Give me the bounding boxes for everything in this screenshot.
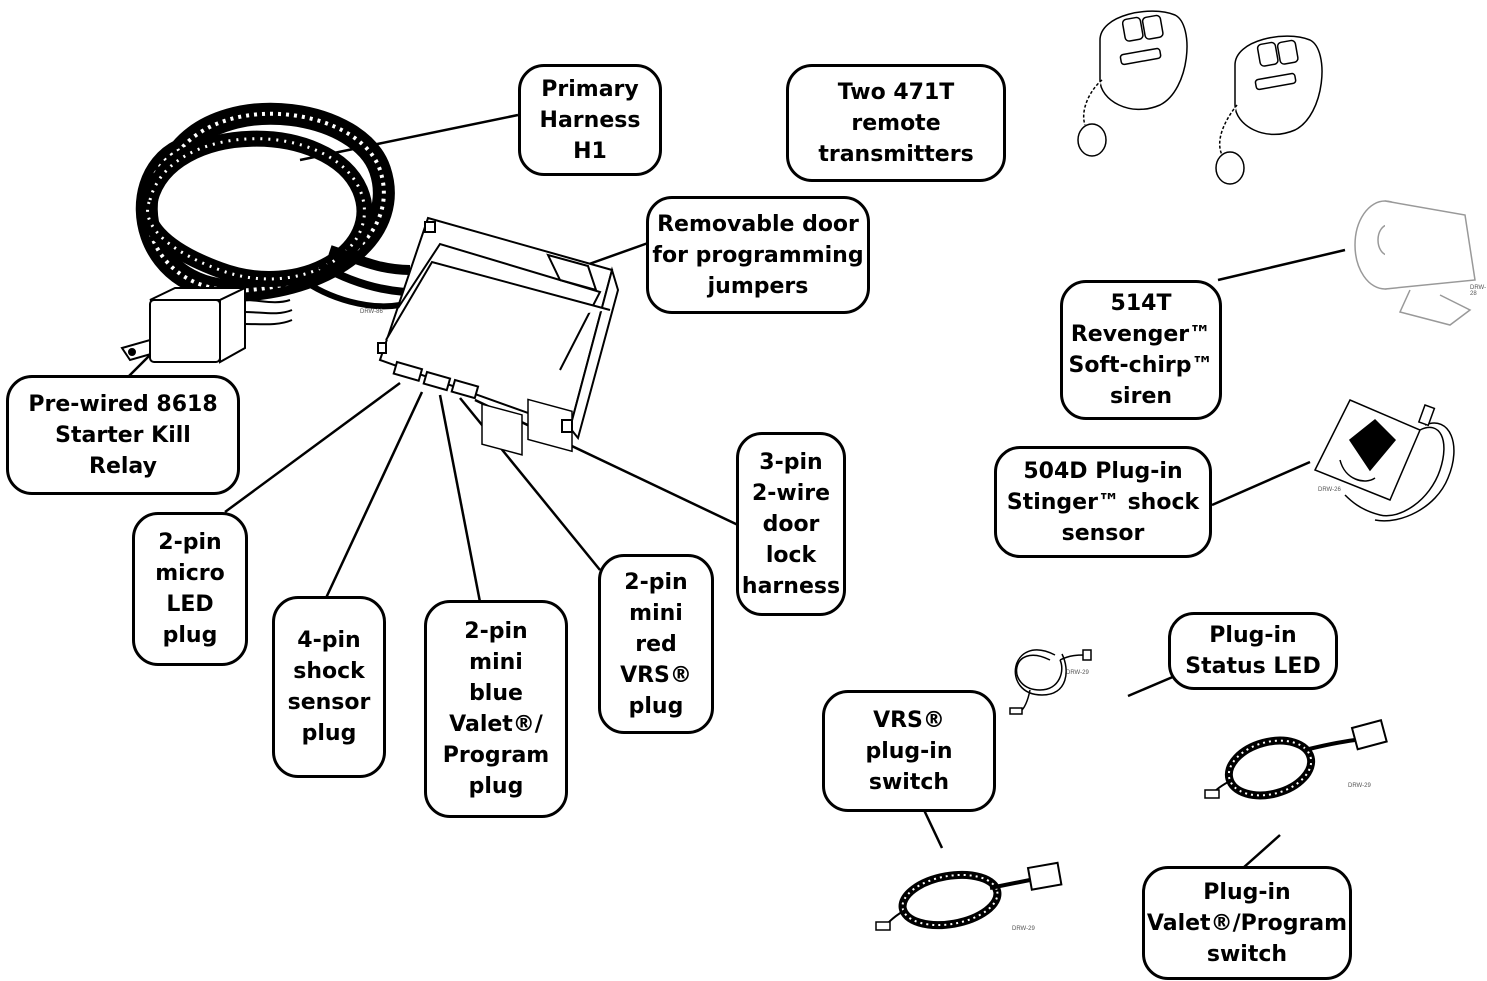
callout-vrs-plug: 2-pin mini red VRS® plug <box>598 554 714 734</box>
callout-shock-sensor: 504D Plug-in Stinger™ shock sensor <box>994 446 1212 558</box>
siren-drawing <box>1354 200 1476 326</box>
drawing-tag-led: DRW-29 <box>1066 670 1089 676</box>
drawing-tag-vrs-switch: DRW-29 <box>1012 926 1035 932</box>
leader-status-led <box>1127 674 1176 698</box>
leader-siren <box>1217 248 1346 282</box>
leader-valet-plug <box>438 394 482 603</box>
drawing-tag-main-unit: DRW-86 <box>360 309 383 315</box>
callout-valet-plug: 2-pin mini blue Valet®/ Program plug <box>424 600 568 818</box>
callout-siren: 514T Revenger™ Soft-chirp™ siren <box>1060 280 1222 420</box>
control-module <box>377 216 620 456</box>
remote-transmitter-2 <box>1215 35 1323 185</box>
leader-shock-sensor <box>1211 460 1311 507</box>
callout-valet-switch: Plug-in Valet®/Program switch <box>1142 866 1352 980</box>
callout-vrs-switch: VRS® plug-in switch <box>822 690 996 812</box>
status-led-drawing <box>1009 649 1092 715</box>
callout-primary-harness: Primary Harness H1 <box>518 64 662 176</box>
callout-status-led: Plug-in Status LED <box>1168 612 1338 690</box>
callout-micro-led: 2-pin micro LED plug <box>132 512 248 666</box>
callout-two-transmitters: Two 471T remote transmitters <box>786 64 1006 182</box>
vrs-switch-drawing <box>875 861 1063 931</box>
callout-removable-door: Removable door for programming jumpers <box>646 196 870 314</box>
leader-vrs-switch <box>922 809 944 849</box>
callout-relay: Pre-wired 8618 Starter Kill Relay <box>6 375 240 495</box>
drawing-tag-siren: DRW-28 <box>1470 285 1487 297</box>
starter-kill-relay <box>120 286 293 364</box>
callout-door-lock: 3-pin 2-wire door lock harness <box>736 432 846 616</box>
drawing-tag-valet-switch: DRW-29 <box>1348 783 1371 789</box>
leader-micro-led <box>224 381 401 514</box>
remote-transmitter-1 <box>1077 10 1188 157</box>
leader-valet-switch <box>1242 834 1281 869</box>
drawing-tag-shock-sensor: DRW-26 <box>1318 487 1341 493</box>
callout-shock-plug: 4-pin shock sensor plug <box>272 596 386 778</box>
wire-harness-coil <box>135 102 411 310</box>
leader-shock-plug <box>324 391 424 599</box>
shock-sensor-drawing <box>1313 399 1455 522</box>
valet-switch-drawing <box>1204 719 1388 800</box>
